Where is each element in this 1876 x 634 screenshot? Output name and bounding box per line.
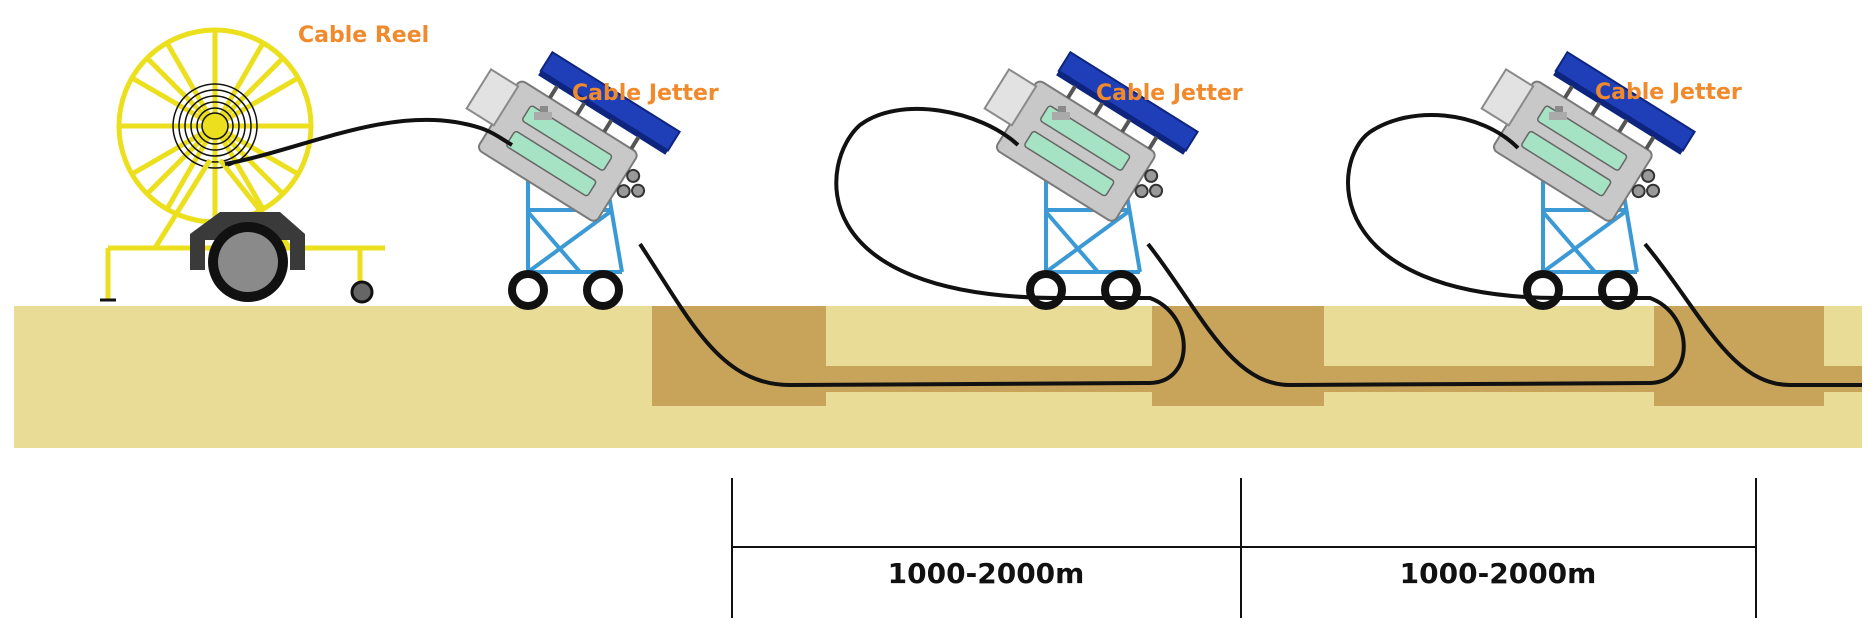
trench-3 bbox=[1654, 306, 1824, 406]
distance-label-1: 1000-2000m bbox=[888, 557, 1085, 590]
trench-channel-3 bbox=[1824, 366, 1862, 392]
cable-jetter-1 bbox=[451, 30, 681, 306]
cable-reel-label: Cable Reel bbox=[298, 23, 429, 48]
trench-2 bbox=[1152, 306, 1324, 406]
cable bbox=[224, 106, 1862, 388]
distance-markers bbox=[731, 478, 1757, 618]
cable-jetter-label-1: Cable Jetter bbox=[572, 81, 719, 106]
distance-label-2: 1000-2000m bbox=[1400, 557, 1597, 590]
cable-jetter-label-2: Cable Jetter bbox=[1096, 81, 1243, 106]
cable-reel bbox=[100, 27, 385, 304]
trench-channel-2 bbox=[1324, 366, 1654, 392]
cable-jetter-label-3: Cable Jetter bbox=[1595, 80, 1742, 105]
trench-channel-1 bbox=[652, 366, 1152, 392]
